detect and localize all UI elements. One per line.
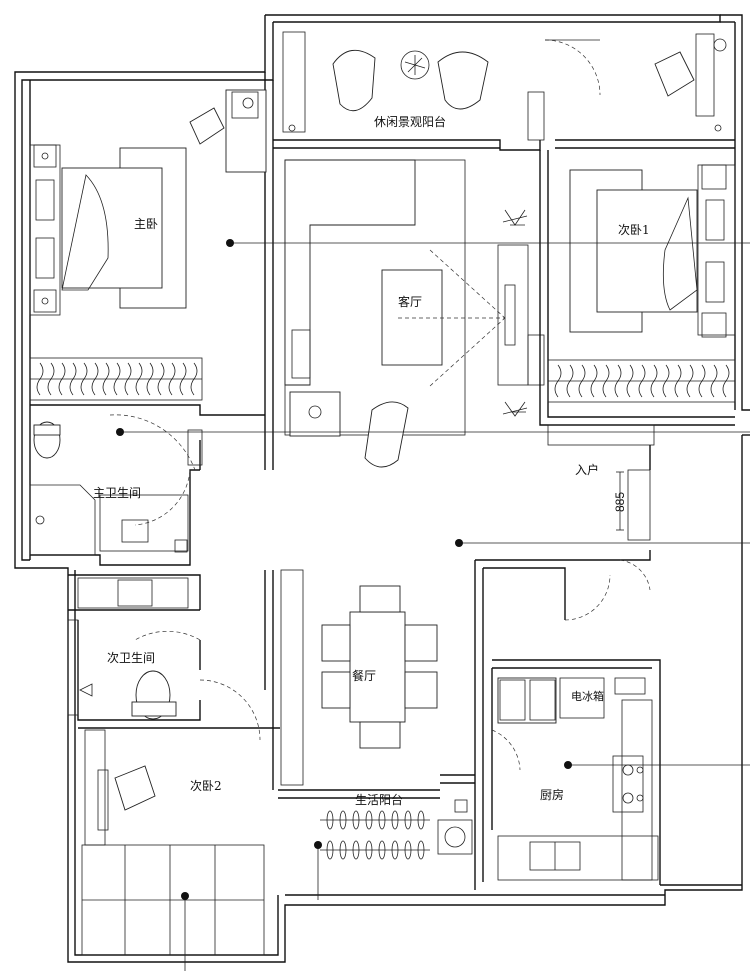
laundry-hangers [320, 810, 430, 860]
laundry-item [352, 840, 360, 860]
hanger-mark [47, 362, 55, 396]
hanger-mark [650, 364, 658, 398]
laundry-item [391, 840, 399, 860]
utility-balcony-fixtures [437, 799, 473, 855]
laundry-item [326, 840, 334, 860]
master-bed [29, 144, 187, 316]
laundry-item [417, 840, 425, 860]
hanger-mark [146, 362, 154, 396]
label-entrance: 入户 [575, 462, 599, 477]
laundry-item [404, 810, 412, 830]
label-dining-room: 餐厅 [352, 668, 376, 683]
hanger-mark [566, 364, 574, 398]
bedroom-2-furniture [81, 729, 265, 956]
dimension-entry-width: 885 [613, 492, 627, 512]
hanger-mark [626, 364, 634, 398]
laundry-item [339, 810, 347, 830]
laundry-item [417, 810, 425, 830]
interior-walls [30, 31, 735, 890]
label-kitchen: 厨房 [540, 787, 564, 802]
hanger-mark [124, 362, 132, 396]
hanger-mark [614, 364, 622, 398]
hanger-mark [698, 364, 706, 398]
hanger-mark [578, 364, 586, 398]
hanger-mark [190, 362, 198, 396]
hanger-mark [602, 364, 610, 398]
reference-markers [116, 239, 750, 971]
laundry-item [339, 840, 347, 860]
label-balcony-leisure: 休闲景观阳台 [374, 114, 446, 129]
bedroom-1-bed [569, 164, 736, 338]
laundry-item [404, 840, 412, 860]
hanger-mark [69, 362, 77, 396]
master-desk [189, 89, 267, 173]
laundry-item [365, 810, 373, 830]
label-fridge: 电冰箱 [571, 689, 604, 703]
hanger-mark [91, 362, 99, 396]
laundry-item [391, 810, 399, 830]
hanger-mark [722, 364, 730, 398]
hanger-mark [157, 362, 165, 396]
laundry-item [326, 810, 334, 830]
doors [109, 39, 651, 771]
hanger-mark [36, 362, 44, 396]
balcony-furniture [288, 38, 727, 132]
bedroom-1-wardrobe [547, 359, 736, 403]
label-second-bathroom: 次卫生间 [107, 651, 155, 665]
second-bathroom-fixtures [67, 579, 177, 720]
hanger-mark [113, 362, 121, 396]
label-bedroom-2: 次卧2 [190, 779, 222, 793]
wardrobe-hangers-master [36, 362, 198, 396]
hanger-mark [590, 364, 598, 398]
hanger-mark [80, 362, 88, 396]
label-utility-balcony: 生活阳台 [355, 792, 403, 807]
kitchen-fixtures [497, 677, 659, 881]
label-master-bedroom: 主卧 [134, 217, 158, 231]
laundry-item [365, 840, 373, 860]
laundry-item [378, 840, 386, 860]
wardrobe-hangers-bedroom1 [554, 364, 730, 398]
hanger-mark [674, 364, 682, 398]
hanger-mark [638, 364, 646, 398]
hanger-mark [710, 364, 718, 398]
master-bathroom-fixtures [29, 421, 189, 556]
hanger-mark [179, 362, 187, 396]
laundry-item [378, 810, 386, 830]
hanger-mark [554, 364, 562, 398]
label-living-room: 客厅 [398, 294, 422, 309]
hanger-mark [135, 362, 143, 396]
master-wardrobe [29, 357, 203, 401]
dining-set [321, 585, 438, 749]
plants [502, 209, 528, 417]
hanger-mark [686, 364, 694, 398]
hanger-mark [102, 362, 110, 396]
hanger-mark [58, 362, 66, 396]
label-master-bathroom: 主卫生间 [93, 486, 141, 500]
laundry-item [352, 810, 360, 830]
hanger-mark [168, 362, 176, 396]
living-room-furniture [284, 159, 529, 468]
label-bedroom-1: 次卧1 [618, 223, 650, 237]
hanger-mark [662, 364, 670, 398]
